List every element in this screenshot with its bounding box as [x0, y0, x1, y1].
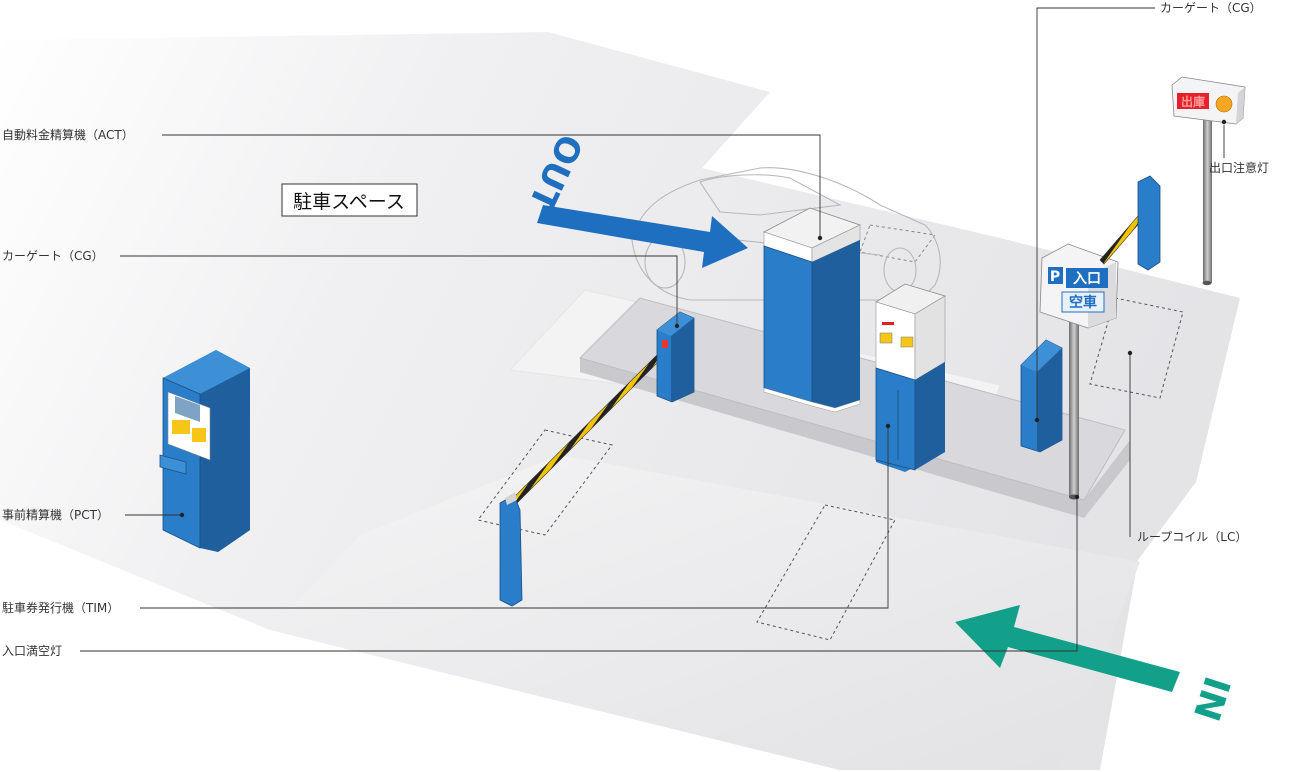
sign-p: P: [1050, 269, 1060, 285]
right-barrier: [1099, 175, 1161, 271]
tim-dot: [885, 423, 891, 429]
tim-leader: [140, 426, 889, 609]
ticket-issuing-machine: [875, 283, 946, 472]
loop-coil-4: [859, 224, 936, 263]
act-label: 自動料金精算機（ACT）: [2, 127, 134, 142]
loop-coil-label: ループコイル（LC）: [1137, 530, 1247, 544]
exit-light-dot: [1221, 119, 1227, 125]
act-leader: [162, 134, 821, 238]
cg-right-label: カーゲート（CG）: [1160, 1, 1262, 15]
car-gate-right: [1020, 339, 1063, 453]
parking-space-label-box: [281, 183, 418, 217]
loop-coil-dot: [1127, 350, 1133, 356]
entry-light-leader: [80, 497, 1078, 652]
cg-left-leader: [120, 255, 678, 326]
cg-left-label: カーゲート（CG）: [2, 249, 104, 263]
pct-label: 事前精算機（PCT）: [2, 507, 109, 522]
exit-sign-text: 出庫: [1181, 94, 1205, 109]
cg-right-dot: [1034, 417, 1040, 423]
automatic-fare-machine: [762, 207, 862, 413]
parking-space-label: 駐車スペース: [293, 191, 405, 213]
in-arrow-text: IN: [1185, 672, 1237, 726]
prepayment-machine: [159, 350, 250, 552]
cg-left-dot: [674, 323, 680, 329]
island-side: [580, 358, 1130, 518]
entry-lane-floor: [270, 455, 1140, 770]
out-arrow: [537, 205, 748, 268]
entry-light-label: 入口満空灯: [2, 644, 62, 658]
tim-label: 駐車券発行機（TIM）: [2, 600, 119, 615]
act-dot: [817, 235, 823, 241]
entry-full-vacant-light: P 入口 空車: [1039, 243, 1119, 500]
exit-warning-light: 出庫: [1171, 76, 1246, 286]
loop-coil-1: [477, 429, 613, 536]
pct-dot: [179, 512, 185, 518]
left-barrier-post: [499, 492, 523, 607]
cg-right-leader: [1036, 7, 1155, 420]
entry-light-dot: [1074, 494, 1080, 500]
car-gate-left: [656, 311, 695, 403]
loop-coil-3: [1089, 297, 1184, 399]
sign-status: 空車: [1069, 294, 1097, 311]
sign-entrance: 入口: [1073, 271, 1101, 287]
in-arrow: [955, 605, 1180, 692]
exit-light-label: 出口注意灯: [1209, 160, 1269, 175]
